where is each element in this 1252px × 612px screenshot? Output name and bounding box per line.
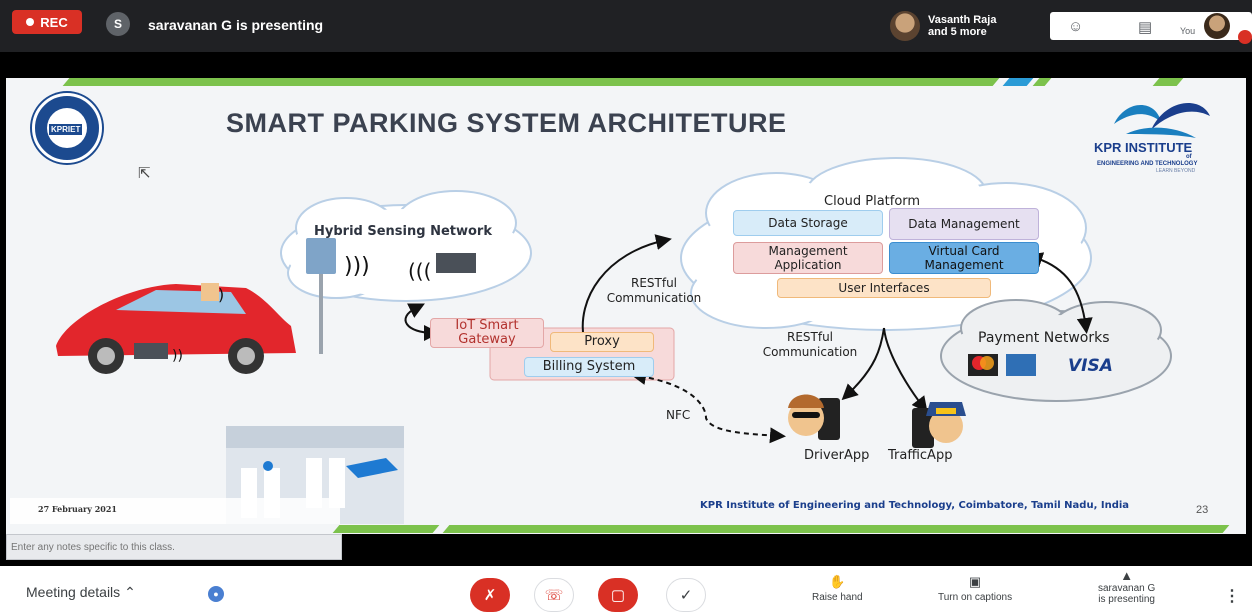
presentation-slide: KPRIET SMART PARKING SYSTEM ARCHITETURE … [6,78,1246,534]
restful-label-1: RESTful Communication [606,276,702,305]
presenter-avatar: S [106,12,130,36]
department-logo: KPRIET [32,93,102,163]
cloud-platform-label: Cloud Platform [824,194,921,209]
iot-gateway-box: IoT Smart Gateway [430,318,544,348]
leave-call-button[interactable]: ☏ [534,578,574,612]
presenting-button[interactable]: ▲ saravanan G is presenting [1098,568,1156,605]
sensor-board-icon [436,253,476,273]
slide-date: 27 February 2021 [10,498,340,524]
management-application-box: Management Application [733,242,883,274]
institute-of: of [1186,154,1192,160]
meeting-details-button[interactable]: Meeting details ⌃ [26,584,136,601]
proxy-box: Proxy [550,332,654,352]
self-label: You [1180,26,1196,36]
presenting-label-2: is presenting [1098,594,1155,605]
stage-bottom-band [342,534,1252,566]
check-button[interactable]: ✓ [666,578,706,612]
svg-text:(((: ((( [408,259,431,283]
department-logo-text: KPRIET [49,124,83,135]
institute-tagline: LEARN BEYOND [1156,168,1196,174]
raise-hand-button[interactable]: ✋ Raise hand [812,574,863,603]
recording-badge: REC [12,10,82,34]
parking-map-image [226,426,404,524]
user-interfaces-box: User Interfaces [777,278,991,298]
data-storage-box: Data Storage [733,210,883,236]
captions-icon: ▣ [968,574,982,589]
presenting-label-1: saravanan G [1098,583,1156,594]
raise-hand-label: Raise hand [812,592,863,603]
stage-background [0,52,1252,80]
traffic-app-icon [912,402,966,448]
car-icon: ) )) [56,283,296,374]
recording-label: REC [40,14,68,30]
security-shield-icon[interactable]: ● [208,586,224,602]
sensor-device-icon [306,238,336,274]
data-management-box: Data Management [889,208,1039,240]
hang-up-icon: ☏ [544,587,564,604]
traffic-app-label: TrafficApp [888,448,953,463]
chevron-up-icon: ⌃ [124,584,136,600]
hybrid-network-label: Hybrid Sensing Network [314,224,492,239]
slide-page-number: 23 [1196,504,1209,516]
meeting-controls-bar: Meeting details ⌃ ● ✗ ☏ ▢ ✓ ✋ Raise hand… [0,566,1252,612]
participants-summary[interactable]: Vasanth Raja and 5 more [890,11,1018,41]
class-notes-input[interactable] [6,534,342,560]
visa-logo-text: VISA [1068,356,1113,376]
presenter-status-text: saravanan G is presenting [148,17,324,33]
meeting-details-label: Meeting details [26,584,121,600]
architecture-diagram: ))) ((( ) )) [56,157,1172,524]
muted-badge-icon [1238,30,1252,44]
mic-off-icon: ✗ [483,587,497,604]
captions-button[interactable]: ▣ Turn on captions [938,574,1012,603]
virtual-card-box: Virtual Card Management [889,242,1039,274]
camera-off-button[interactable]: ▢ [598,578,638,612]
sensor-pole [319,274,323,354]
camera-off-icon: ▢ [610,587,626,604]
restful-label-2: RESTful Communication [762,330,858,359]
billing-system-box: Billing System [524,357,654,377]
slide-title: SMART PARKING SYSTEM ARCHITETURE [226,108,787,138]
people-icon[interactable]: ☺ [1068,18,1084,35]
self-avatar [1204,13,1230,39]
driver-app-icon [788,394,840,440]
amex-icon [1006,354,1036,376]
chat-icon[interactable]: ▤ [1138,19,1153,36]
kpr-logo-mark [1114,103,1210,138]
more-options-icon[interactable]: ⋮ [1224,588,1240,605]
bottom-accent-strip [332,525,440,533]
institute-name: KPR INSTITUTE [1094,140,1193,155]
meeting-top-bar: REC S saravanan G is presenting Vasanth … [0,0,1252,52]
svg-text:): ) [218,285,224,304]
microphone-off-button[interactable]: ✗ [470,578,510,612]
participant-avatar [890,11,920,41]
captions-label: Turn on captions [938,592,1013,603]
driver-app-label: DriverApp [804,448,870,463]
bottom-accent-strip-2 [442,525,1230,533]
institute-subtitle: ENGINEERING AND TECHNOLOGY [1097,161,1198,167]
hand-icon: ✋ [829,574,846,589]
participants-summary-text: Vasanth Raja and 5 more [928,14,997,38]
slide-footer: KPR Institute of Engineering and Technol… [700,500,1130,511]
mouse-cursor-icon: ⇱ [138,165,151,182]
recording-dot-icon [26,18,35,26]
nfc-label: NFC [666,408,691,422]
svg-text:))): ))) [344,254,370,279]
payment-networks-label: Payment Networks [978,330,1110,346]
present-screen-icon: ▲ [1120,568,1134,583]
check-icon: ✓ [679,587,693,604]
svg-text:)): )) [172,348,183,364]
